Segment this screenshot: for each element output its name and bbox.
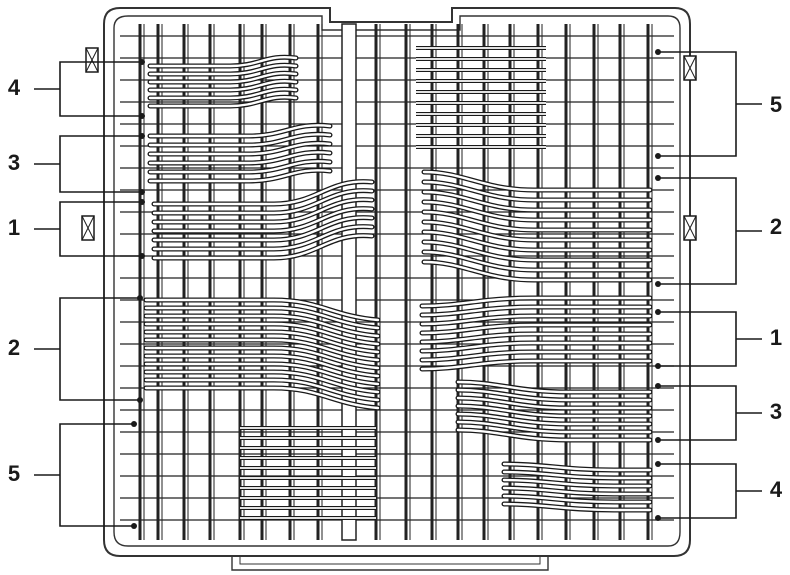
- callout-number: 5: [770, 92, 782, 117]
- callout-dot: [655, 175, 661, 181]
- callout-dot: [139, 253, 145, 259]
- callout-bracket: [60, 136, 142, 192]
- rack-center-divider: [342, 24, 356, 540]
- callout-dot: [655, 383, 661, 389]
- callout-labels: 4 3 1 2 5 5 2 1 3 4: [8, 49, 783, 529]
- callout-bracket: [60, 202, 142, 256]
- callout-dot: [139, 113, 145, 119]
- callout-number: 3: [770, 399, 782, 424]
- callout-dot: [655, 515, 661, 521]
- callout-dot: [139, 189, 145, 195]
- cutlery-set: [82, 48, 696, 518]
- callout-number: 4: [770, 477, 783, 502]
- callout-number: 4: [8, 75, 21, 100]
- callout-dot: [655, 437, 661, 443]
- callout-dot: [139, 59, 145, 65]
- callout-number: 2: [8, 335, 20, 360]
- callout-dot: [655, 153, 661, 159]
- callout-number: 2: [770, 214, 782, 239]
- callout-dot: [131, 523, 137, 529]
- callout-dot: [139, 199, 145, 205]
- callout-dot: [137, 397, 143, 403]
- callout-bracket: [658, 464, 736, 518]
- callout-dot: [655, 363, 661, 369]
- callout-bracket: [60, 62, 142, 116]
- callout-bracket: [658, 178, 736, 284]
- callout-dot: [139, 133, 145, 139]
- callout-bracket: [658, 52, 736, 156]
- callout-number: 5: [8, 461, 20, 486]
- callout-dot: [655, 461, 661, 467]
- callout-bracket: [658, 312, 736, 366]
- callout-number: 1: [8, 215, 20, 240]
- callout-dot: [655, 309, 661, 315]
- callout-dot: [655, 49, 661, 55]
- callout-bracket: [60, 298, 140, 400]
- callout-number: 3: [8, 150, 20, 175]
- callout-dot: [137, 295, 143, 301]
- callout-bracket: [60, 424, 134, 526]
- callout-dot: [655, 281, 661, 287]
- callout-dot: [131, 421, 137, 427]
- callout-number: 1: [770, 325, 782, 350]
